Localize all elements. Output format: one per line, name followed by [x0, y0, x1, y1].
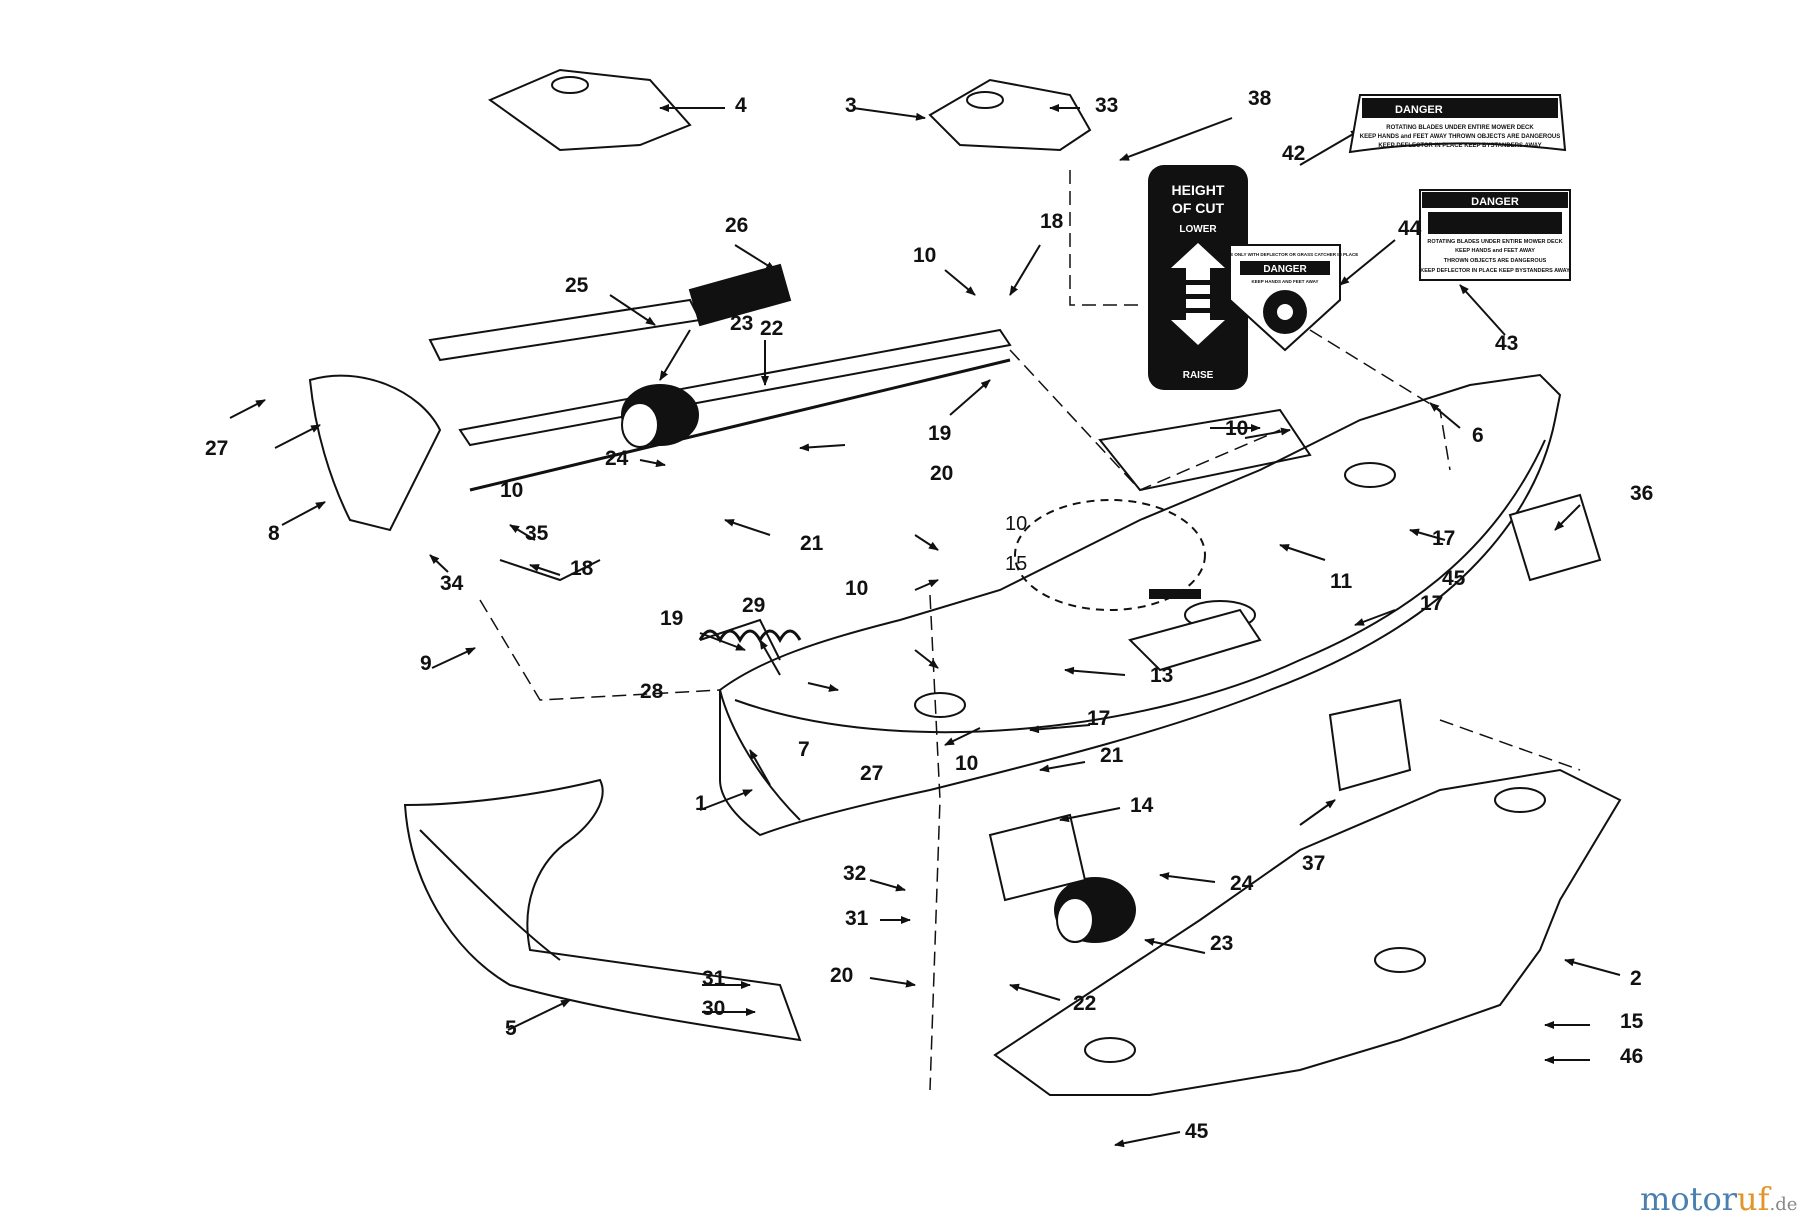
- callout-18: 18: [1040, 210, 1064, 233]
- callout-34: 34: [440, 572, 464, 595]
- callout-10: 10: [1005, 513, 1027, 535]
- wheel-bracket: [988, 813, 1087, 902]
- callout-10: 10: [1225, 417, 1248, 440]
- callout-14: 14: [1130, 794, 1154, 817]
- watermark-part-c: .de: [1769, 1194, 1798, 1215]
- decal-44-bottom: KEEP HANDS AND FEET AWAY: [1252, 279, 1319, 284]
- belt-cover-3: [928, 78, 1092, 152]
- decal-42-line3: KEEP DEFLECTOR IN PLACE KEEP BYSTANDERS …: [1378, 143, 1541, 149]
- decal-42-line1: ROTATING BLADES UNDER ENTIRE MOWER DECK: [1386, 125, 1534, 131]
- callout-36: 36: [1630, 482, 1653, 505]
- callout-27: 27: [205, 437, 228, 460]
- danger-decal-44: OPERATE ONLY WITH DEFLECTOR OR GRASS CAT…: [1212, 244, 1359, 352]
- callout-2: 2: [1630, 967, 1642, 990]
- callout-18: 18: [570, 557, 594, 580]
- callout-32: 32: [843, 862, 866, 885]
- callout-27: 27: [860, 762, 883, 785]
- gauge-wheel-lower: [1054, 877, 1136, 943]
- callout-10: 10: [913, 244, 936, 267]
- callout-10: 10: [500, 479, 523, 502]
- callout-33: 33: [1095, 94, 1118, 117]
- watermark: motoruf.de: [1640, 1180, 1797, 1218]
- callout-11: 11: [1330, 570, 1353, 593]
- callout-20: 20: [930, 462, 953, 485]
- callout-25: 25: [565, 274, 589, 297]
- callout-4: 4: [735, 94, 747, 117]
- callout-24: 24: [605, 447, 629, 470]
- decal-42-heading: DANGER: [1395, 104, 1443, 116]
- callout-38: 38: [1248, 87, 1272, 110]
- callout-8: 8: [268, 522, 280, 545]
- callout-6: 6: [1472, 424, 1484, 447]
- callout-15: 15: [1620, 1010, 1644, 1033]
- callout-23: 23: [730, 312, 753, 335]
- callout-13: 13: [1150, 664, 1173, 687]
- callout-17: 17: [1087, 707, 1110, 730]
- watermark-part-b: uf: [1737, 1180, 1770, 1218]
- baffle-plate: [993, 768, 1622, 1096]
- callout-31: 31: [702, 967, 726, 990]
- front-bracket: [1328, 698, 1412, 792]
- callout-26: 26: [725, 214, 748, 237]
- callout-42: 42: [1282, 142, 1305, 165]
- decal-44-heading: DANGER: [1263, 264, 1307, 275]
- callout-7: 7: [798, 738, 810, 761]
- callout-21: 21: [800, 532, 824, 555]
- decal-hoc-raise: RAISE: [1183, 370, 1214, 381]
- callout-1: 1: [695, 792, 707, 815]
- decal-43-line2: KEEP HANDS and FEET AWAY: [1455, 248, 1535, 254]
- decal-42-line2: KEEP HANDS and FEET AWAY THROWN OBJECTS …: [1360, 134, 1560, 140]
- belt-cover-4: [487, 68, 692, 152]
- callout-45: 45: [1442, 567, 1466, 590]
- decal-hoc-title-1: HEIGHT: [1172, 182, 1225, 198]
- callout-37: 37: [1302, 852, 1325, 875]
- callout-22: 22: [760, 317, 783, 340]
- hitch-bracket: [1508, 493, 1602, 582]
- callout-22: 22: [1073, 992, 1096, 1015]
- deck-housing: [719, 373, 1562, 837]
- callout-45: 45: [1185, 1120, 1209, 1143]
- callout-10: 10: [845, 577, 868, 600]
- decal-43-line4: KEEP DEFLECTOR IN PLACE KEEP BYSTANDERS …: [1420, 268, 1570, 274]
- danger-decal-42: DANGER ROTATING BLADES UNDER ENTIRE MOWE…: [1348, 94, 1567, 154]
- leader-arrows: [229, 104, 1621, 1148]
- decal-43-line3: THROWN OBJECTS ARE DANGEROUS: [1444, 258, 1547, 264]
- callout-23: 23: [1210, 932, 1233, 955]
- callout-5: 5: [505, 1017, 517, 1040]
- callout-31: 31: [845, 907, 869, 930]
- callout-24: 24: [1230, 872, 1254, 895]
- decal-hoc-lower: LOWER: [1179, 224, 1217, 235]
- callout-10: 10: [955, 752, 978, 775]
- watermark-part-a: motor: [1640, 1180, 1738, 1218]
- danger-decal-43: DANGER ROTATING BLADES UNDER ENTIRE MOWE…: [1419, 189, 1571, 281]
- callout-35: 35: [525, 522, 549, 545]
- decal-44-top: OPERATE ONLY WITH DEFLECTOR OR GRASS CAT…: [1212, 252, 1359, 257]
- callout-17: 17: [1420, 592, 1443, 615]
- callout-43: 43: [1495, 332, 1518, 355]
- chute-deflector: [403, 778, 802, 1042]
- callout-30: 30: [702, 997, 725, 1020]
- decal-43-line1: ROTATING BLADES UNDER ENTIRE MOWER DECK: [1427, 239, 1562, 245]
- callout-19: 19: [660, 607, 683, 630]
- height-of-cut-decal: HEIGHT OF CUT LOWER RAISE: [1148, 165, 1248, 390]
- decal-hoc-title-2: OF CUT: [1172, 200, 1225, 216]
- callout-9: 9: [420, 652, 432, 675]
- callout-46: 46: [1620, 1045, 1643, 1068]
- callout-28: 28: [640, 680, 664, 703]
- callout-21: 21: [1100, 744, 1124, 767]
- gauge-wheel-upper: [621, 384, 699, 448]
- callout-15: 15: [1005, 553, 1027, 575]
- callout-29: 29: [742, 594, 765, 617]
- callout-3: 3: [845, 94, 857, 117]
- tension-spring: [698, 629, 802, 644]
- callout-19: 19: [928, 422, 951, 445]
- lift-linkage: [308, 263, 1012, 661]
- decal-43-heading: DANGER: [1471, 196, 1519, 208]
- callout-20: 20: [830, 964, 853, 987]
- callout-17: 17: [1432, 527, 1455, 550]
- callout-44: 44: [1398, 217, 1422, 240]
